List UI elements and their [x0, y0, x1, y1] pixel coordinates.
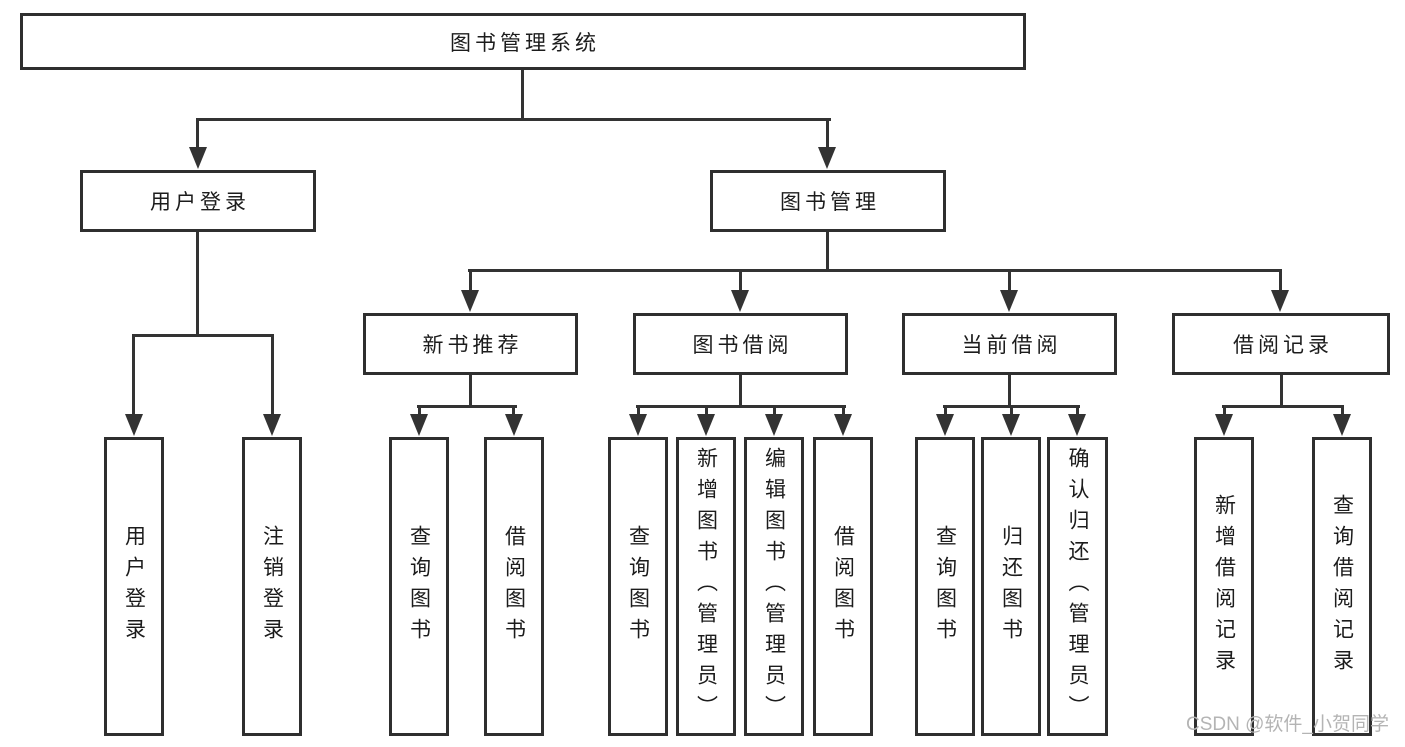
connector-line: [469, 375, 472, 408]
arrow-down-icon: [818, 147, 836, 169]
node-book-borrow: 图书借阅: [633, 313, 848, 375]
arrow-down-icon: [189, 147, 207, 169]
connector-line: [1010, 405, 1013, 417]
connector-line: [271, 334, 274, 416]
connector-line: [469, 269, 472, 293]
connector-line: [1076, 405, 1079, 417]
leaf-record-add: 新增借阅记录: [1194, 437, 1254, 736]
connector-line: [826, 118, 829, 150]
connector-line: [842, 405, 845, 417]
node-borrow-record: 借阅记录: [1172, 313, 1390, 375]
leaf-current-confirm-admin: 确认归还（管理员）: [1047, 437, 1108, 736]
node-current-borrow: 当前借阅: [902, 313, 1117, 375]
leaf-borrow-add-admin: 新增图书（管理员）: [676, 437, 736, 736]
arrow-down-icon: [1068, 414, 1086, 436]
leaf-label: 查询图书: [933, 524, 957, 649]
leaf-label: 借阅图书: [831, 524, 855, 649]
connector-line: [418, 405, 421, 417]
arrow-down-icon: [1002, 414, 1020, 436]
leaf-record-query: 查询借阅记录: [1312, 437, 1372, 736]
connector-line: [739, 269, 742, 293]
leaf-borrow-book: 借阅图书: [813, 437, 873, 736]
leaf-label: 归还图书: [999, 524, 1023, 649]
leaf-label: 查询图书: [407, 524, 431, 649]
node-user-login: 用户登录: [80, 170, 316, 232]
connector-line: [196, 232, 199, 337]
connector-line: [636, 405, 846, 408]
arrow-down-icon: [461, 290, 479, 312]
leaf-label: 新增借阅记录: [1212, 493, 1236, 680]
arrow-down-icon: [834, 414, 852, 436]
leaf-label: 确认归还（管理员）: [1066, 447, 1089, 726]
node-root: 图书管理系统: [20, 13, 1026, 70]
connector-line: [521, 70, 524, 120]
arrow-down-icon: [410, 414, 428, 436]
connector-line: [1223, 405, 1226, 417]
arrow-down-icon: [1333, 414, 1351, 436]
connector-line: [1008, 269, 1011, 293]
leaf-label: 新增图书（管理员）: [694, 447, 718, 726]
leaf-label: 查询图书: [626, 524, 650, 649]
leaf-label: 编辑图书（管理员）: [762, 447, 786, 726]
arrow-down-icon: [936, 414, 954, 436]
connector-line: [944, 405, 947, 417]
leaf-label: 查询借阅记录: [1330, 493, 1354, 680]
leaf-borrow-query: 查询图书: [608, 437, 668, 736]
node-new-book-recommend: 新书推荐: [363, 313, 578, 375]
leaf-newbook-borrow: 借阅图书: [484, 437, 544, 736]
connector-line: [132, 334, 135, 416]
connector-line: [739, 375, 742, 408]
arrow-down-icon: [1271, 290, 1289, 312]
leaf-label: 借阅图书: [502, 524, 526, 649]
leaf-borrow-edit-admin: 编辑图书（管理员）: [744, 437, 804, 736]
leaf-user-login: 用户登录: [104, 437, 164, 736]
watermark: CSDN @软件_小贺同学: [1186, 714, 1389, 735]
connector-line: [1341, 405, 1344, 417]
arrow-down-icon: [1215, 414, 1233, 436]
connector-line: [512, 405, 515, 417]
connector-line: [417, 405, 517, 408]
arrow-down-icon: [125, 414, 143, 436]
arrow-down-icon: [697, 414, 715, 436]
connector-line: [468, 269, 1281, 272]
arrow-down-icon: [505, 414, 523, 436]
leaf-current-query: 查询图书: [915, 437, 975, 736]
connector-line: [637, 405, 640, 417]
arrow-down-icon: [731, 290, 749, 312]
leaf-current-return: 归还图书: [981, 437, 1041, 736]
node-book-management: 图书管理: [710, 170, 946, 232]
arrow-down-icon: [263, 414, 281, 436]
connector-line: [196, 118, 831, 121]
arrow-down-icon: [1000, 290, 1018, 312]
arrow-down-icon: [629, 414, 647, 436]
connector-line: [773, 405, 776, 417]
leaf-newbook-query: 查询图书: [389, 437, 449, 736]
connector-line: [1222, 405, 1344, 408]
connector-line: [196, 118, 199, 150]
connector-line: [826, 232, 829, 272]
connector-line: [1008, 375, 1011, 408]
connector-line: [132, 334, 274, 337]
leaf-label: 注销登录: [260, 524, 284, 649]
leaf-label: 用户登录: [122, 524, 146, 649]
arrow-down-icon: [765, 414, 783, 436]
connector-line: [1279, 269, 1282, 293]
connector-line: [1280, 375, 1283, 408]
leaf-logout: 注销登录: [242, 437, 302, 736]
connector-line: [705, 405, 708, 417]
